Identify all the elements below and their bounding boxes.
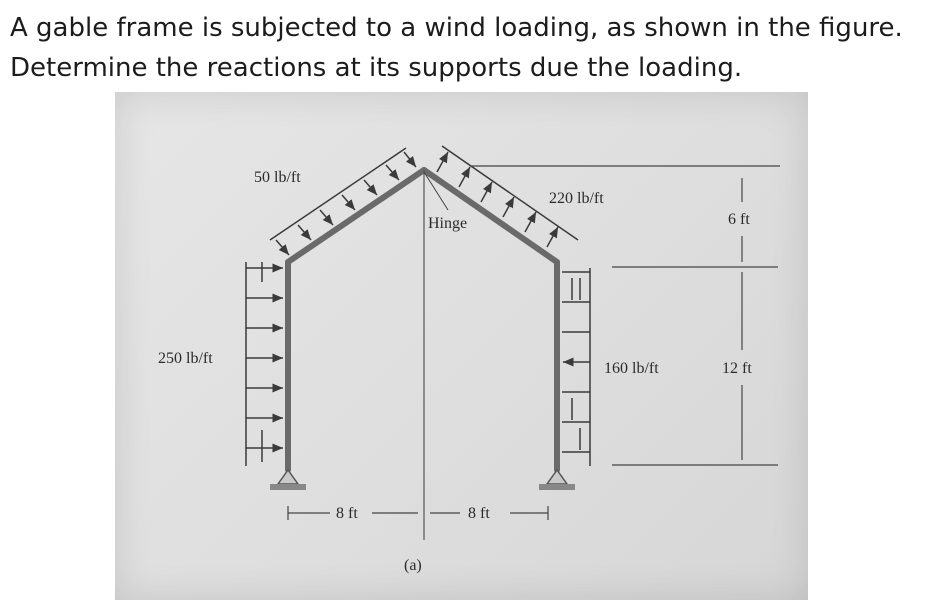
frame-members [285,167,560,473]
right-support [539,468,575,490]
figure-caption: (a) [404,557,422,574]
left-column-load [245,262,283,466]
problem-line-1: A gable frame is subjected to a wind loa… [10,13,903,43]
height-dimensions [470,165,780,466]
left-rafter-load [269,147,417,256]
right-span-label: 8 ft [468,505,490,522]
right-rafter-load [436,145,579,248]
problem-line-2: Determine the reactions at its supports … [10,53,743,83]
rise-dimension-label: 6 ft [728,211,750,228]
left-column-load-label: 250 lb/ft [158,350,213,367]
hinge-label: Hinge [428,215,467,232]
left-rafter [285,167,427,265]
right-rafter-load-label: 220 lb/ft [549,190,604,207]
span-dimensions [287,506,549,520]
left-support [270,468,306,490]
right-column-load [562,268,591,466]
right-column-load-label: 160 lb/ft [604,360,659,377]
height-dimension-label: 12 ft [722,360,752,377]
right-rafter [421,167,560,265]
left-rafter-load-label: 50 lb/ft [254,169,301,186]
hinge-leader [423,171,449,211]
left-span-label: 8 ft [336,505,358,522]
problem-statement: A gable frame is subjected to a wind loa… [10,8,945,88]
